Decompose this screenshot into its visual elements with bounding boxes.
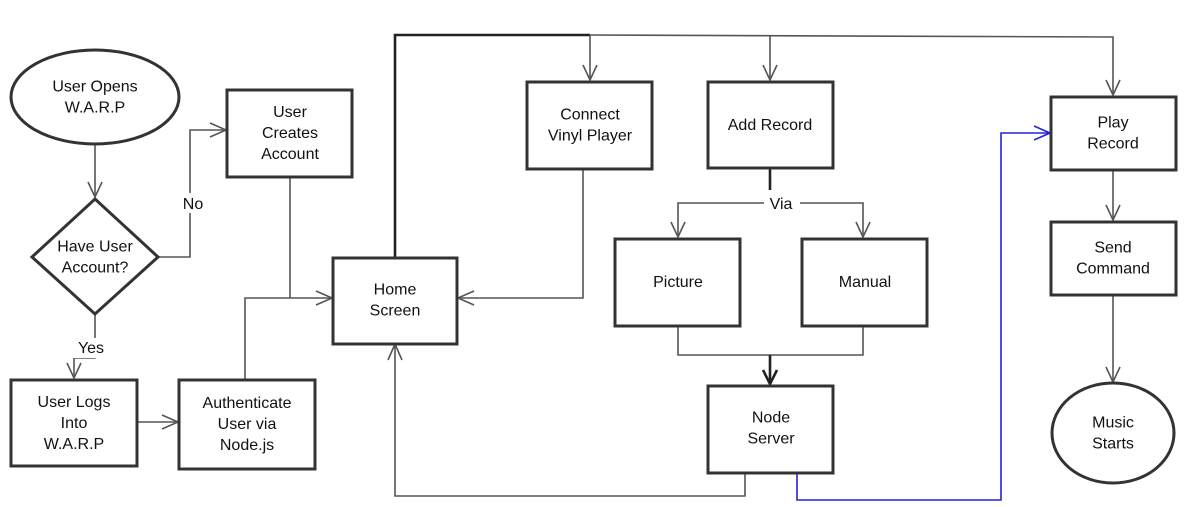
node-user-logs-into-warp xyxy=(9,378,139,468)
node-add-record xyxy=(706,80,835,170)
node-music-starts xyxy=(1050,381,1176,485)
node-label: Manual xyxy=(839,274,891,291)
arrowhead xyxy=(670,221,686,239)
edge-connect-to-home xyxy=(458,170,584,299)
arrowhead xyxy=(855,221,871,239)
node-label-line: Have User xyxy=(57,239,133,256)
arrowhead xyxy=(762,64,778,82)
edge-label-via: Via xyxy=(770,196,793,213)
node-label-line: Command xyxy=(1076,261,1150,278)
edge-authenticate-to-home xyxy=(244,297,332,380)
node-label-line: Node xyxy=(752,410,790,427)
node-label-line: Record xyxy=(1087,136,1139,153)
edge-home-to-top-bus xyxy=(393,33,590,258)
node-label-line: Home xyxy=(374,282,417,299)
node-label-line: Creates xyxy=(262,125,318,142)
node-manual xyxy=(800,237,929,328)
node-label-line: Send xyxy=(1094,240,1131,257)
node-label-line: Play xyxy=(1097,115,1128,132)
node-send-command xyxy=(1049,220,1178,297)
node-user-opens-warp xyxy=(9,48,181,146)
node-play-record xyxy=(1049,95,1178,172)
node-label-line: Starts xyxy=(1092,436,1134,453)
node-label-line: Connect xyxy=(560,107,620,124)
node-label-line: Server xyxy=(747,431,795,448)
edge-top-bus xyxy=(589,34,1114,95)
node-label-line: Account xyxy=(261,146,319,163)
node-picture xyxy=(613,237,742,328)
arrowhead xyxy=(1105,79,1121,97)
node-label-line: Vinyl Player xyxy=(548,128,633,145)
node-label-line: User via xyxy=(218,416,277,433)
edge-picture-manual-merge xyxy=(677,326,864,356)
edge-label-yes: Yes xyxy=(78,340,104,357)
node-node-server xyxy=(706,384,835,475)
node-label-line: W.A.R.P xyxy=(65,100,125,117)
edge-labels: No Yes Via xyxy=(73,193,800,358)
node-connect-vinyl-player xyxy=(525,80,654,171)
node-label-line: Picture xyxy=(653,274,703,291)
node-have-account-decision xyxy=(29,196,161,317)
node-label-line: Screen xyxy=(370,303,421,320)
node-label-line: Authenticate xyxy=(203,395,292,412)
node-label-line: User xyxy=(273,104,307,121)
node-label-line: Manual xyxy=(839,274,891,291)
node-label: Add Record xyxy=(728,117,813,134)
node-label-line: Music xyxy=(1092,415,1134,432)
arrowhead xyxy=(66,362,82,380)
arrowhead xyxy=(582,64,598,82)
node-label-line: Add Record xyxy=(728,117,813,134)
edge-label-no: No xyxy=(183,196,204,213)
node-label-line: Into xyxy=(61,415,88,432)
edge-node-server-to-play-record xyxy=(796,132,1050,501)
node-authenticate-user xyxy=(177,378,317,471)
node-label-line: Node.js xyxy=(220,437,274,454)
node-label-line: User Opens xyxy=(52,79,137,96)
node-user-creates-account xyxy=(225,88,354,179)
arrowhead xyxy=(761,369,779,387)
node-label-line: User Logs xyxy=(38,394,111,411)
node-home-screen xyxy=(331,256,459,346)
node-label: Picture xyxy=(653,274,703,291)
edge-node-server-to-home xyxy=(394,344,746,497)
node-label-line: Account? xyxy=(62,260,129,277)
node-label-line: W.A.R.P xyxy=(44,436,104,453)
arrowhead xyxy=(1105,204,1121,222)
